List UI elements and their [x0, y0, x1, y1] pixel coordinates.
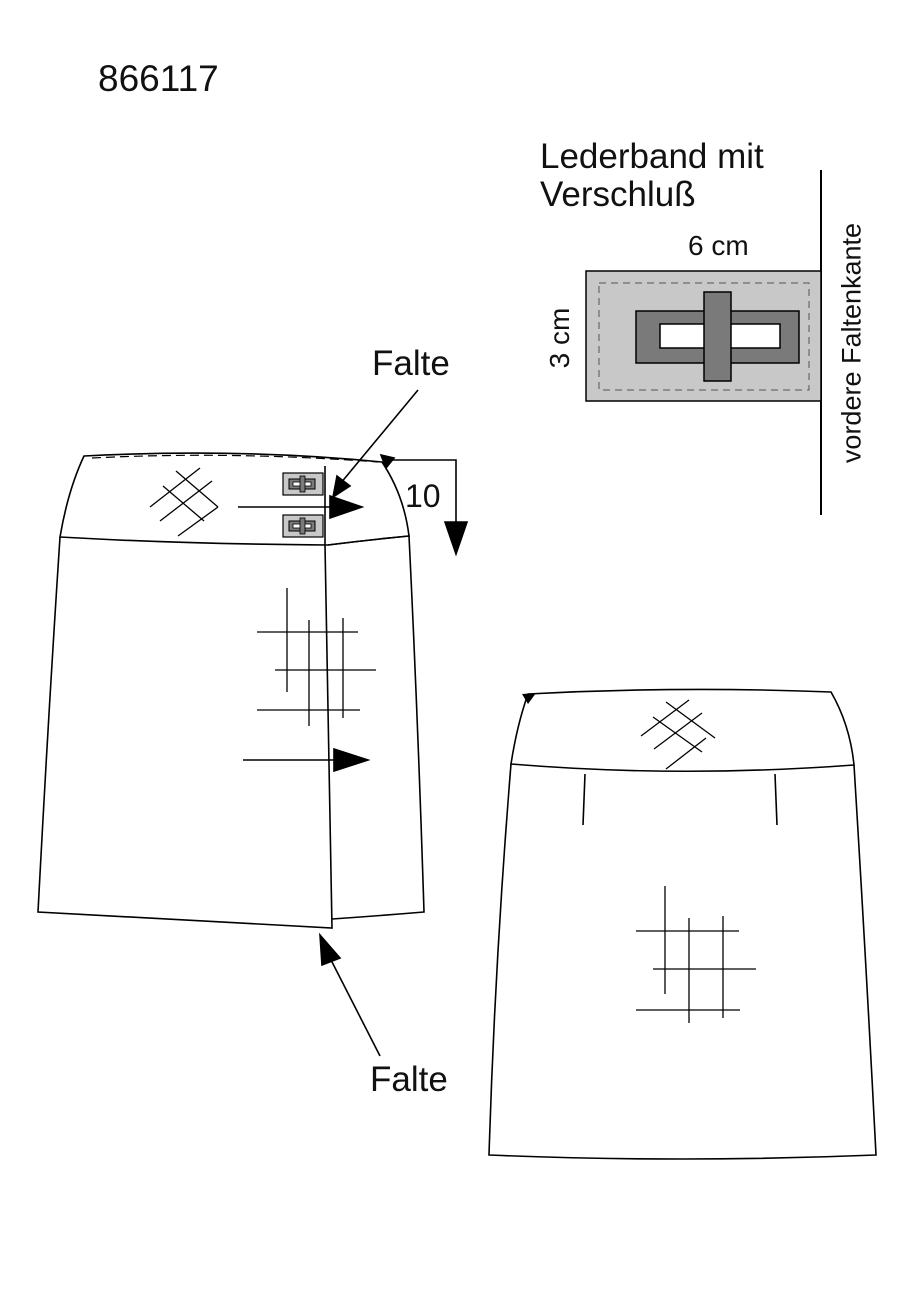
- fold-label-bottom: Falte: [370, 1060, 448, 1099]
- back-dart-right: [774, 773, 778, 826]
- waistband-stitching: [91, 454, 379, 463]
- strap-width-label: 6 cm: [688, 230, 749, 261]
- fold-edge-label: vordere Faltenkante: [836, 222, 867, 464]
- leather-strap-title-line1: Lederband mit: [540, 137, 764, 176]
- model-number: 866117: [98, 58, 219, 99]
- front-waistband: [59, 452, 410, 546]
- leather-strap-title-line2: Verschluß: [540, 175, 696, 214]
- strap-height-label: 3 cm: [544, 307, 575, 369]
- front-check-motif: [257, 588, 376, 726]
- measurement-line: [386, 459, 457, 525]
- back-check-motif: [636, 886, 756, 1023]
- fold-arrows: [238, 389, 469, 1057]
- strap-closure-upper: [282, 472, 324, 496]
- measurement-label: 10: [405, 478, 441, 514]
- fold-label-top: Falte: [372, 344, 450, 383]
- waistband-crosshatch: [149, 467, 219, 537]
- strap-stitching: [598, 282, 810, 391]
- back-waistband: [510, 688, 855, 773]
- fold-leader-bottom: [329, 957, 381, 1057]
- front-overlap-panel: [37, 536, 333, 929]
- front-view-skirt: [37, 452, 425, 929]
- back-dart-left: [582, 773, 586, 826]
- under-panel-outline: [327, 535, 425, 920]
- back-view-skirt: [488, 688, 877, 1160]
- leather-strap-title: Lederband mit Verschluß: [540, 138, 764, 214]
- fold-leader-top: [339, 389, 419, 485]
- buckle-toggle: [703, 291, 732, 382]
- back-waistband-crosshatch: [640, 699, 716, 770]
- strap-closure-lower: [282, 514, 324, 538]
- leather-strap-detail: [585, 170, 822, 515]
- back-body: [488, 763, 877, 1160]
